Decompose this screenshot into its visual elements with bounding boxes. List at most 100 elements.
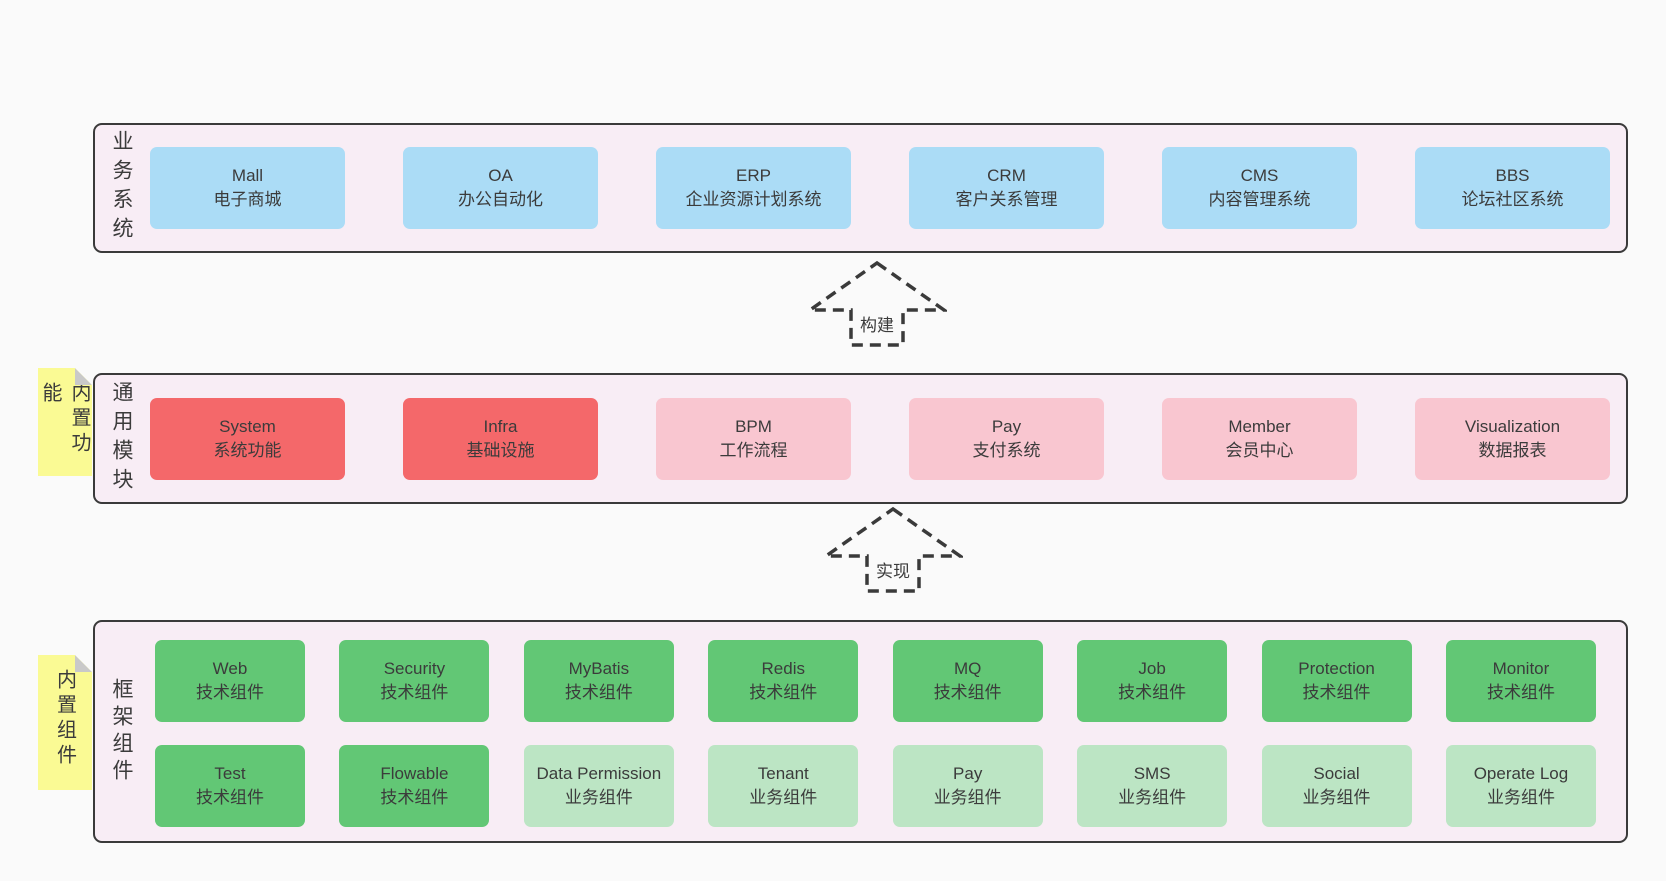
box-bpm: BPM 工作流程: [656, 397, 851, 480]
box-subtitle: 技术组件: [380, 683, 449, 702]
box-title: CMS: [1240, 166, 1279, 185]
box-title: Monitor: [1492, 659, 1550, 678]
box-title: Protection: [1298, 659, 1375, 678]
business-box-row: Mall 电子商城 OA 办公自动化 ERP 企业资源计划系统 CRM 客户关系…: [150, 147, 1610, 229]
layer-business-systems: 业务系统 Mall 电子商城 OA 办公自动化 ERP 企业资源计划系统 CRM…: [93, 123, 1628, 253]
box-subtitle: 数据报表: [1478, 440, 1547, 460]
box-web: Web 技术组件: [155, 640, 305, 722]
box-title: ERP: [736, 166, 771, 185]
box-job: Job 技术组件: [1077, 640, 1228, 722]
arrow-build: 构建: [807, 260, 947, 348]
box-redis: Redis 技术组件: [708, 640, 859, 722]
box-system: System 系统功能: [150, 397, 345, 480]
box-subtitle: 业务组件: [1118, 788, 1187, 807]
box-subtitle: 会员中心: [1225, 440, 1294, 460]
box-oa: OA 办公自动化: [403, 147, 598, 229]
note-text: 内置功能: [39, 382, 90, 457]
layer-framework-components: 框架组件 Web 技术组件 Security 技术组件 MyBatis 技术组件…: [93, 620, 1628, 843]
box-title: Operate Log: [1473, 764, 1569, 783]
note-built-in-components: 内置组件: [38, 655, 92, 790]
box-subtitle: 业务组件: [564, 788, 633, 807]
box-pay: Pay 支付系统: [909, 397, 1104, 480]
box-member: Member 会员中心: [1162, 397, 1357, 480]
box-protection: Protection 技术组件: [1261, 640, 1412, 722]
box-mybatis: MyBatis 技术组件: [523, 640, 674, 722]
box-title: Tenant: [757, 764, 809, 783]
box-operate-log: Operate Log 业务组件: [1445, 745, 1596, 827]
box-visualization: Visualization 数据报表: [1415, 397, 1610, 480]
box-title: Social: [1313, 764, 1360, 783]
box-bbs: BBS 论坛社区系统: [1415, 147, 1610, 229]
box-subtitle: 企业资源计划系统: [685, 190, 822, 209]
box-test: Test 技术组件: [155, 745, 305, 827]
box-social: Social 业务组件: [1261, 745, 1412, 827]
box-sms: SMS 业务组件: [1077, 745, 1228, 827]
box-pay-business: Pay 业务组件: [892, 745, 1043, 827]
box-title: Security: [383, 659, 446, 678]
note-text: 内置组件: [53, 669, 76, 769]
box-subtitle: 基础设施: [466, 440, 535, 460]
box-subtitle: 内容管理系统: [1208, 190, 1311, 209]
note-built-in-features: 内置功能: [38, 368, 92, 476]
box-subtitle: 技术组件: [564, 683, 633, 702]
box-title: OA: [488, 166, 513, 185]
box-subtitle: 电子商城: [213, 190, 282, 209]
box-mall: Mall 电子商城: [150, 147, 345, 229]
box-title: BPM: [735, 416, 772, 436]
box-subtitle: 技术组件: [380, 788, 449, 807]
box-title: Web: [212, 659, 248, 678]
box-data-permission: Data Permission 业务组件: [523, 745, 674, 827]
arrow-build-label: 构建: [856, 310, 898, 337]
box-subtitle: 技术组件: [1302, 683, 1371, 702]
box-title: BBS: [1495, 166, 1530, 185]
box-subtitle: 技术组件: [196, 683, 264, 702]
box-subtitle: 业务组件: [1486, 788, 1555, 807]
components-box-row-1: Web 技术组件 Security 技术组件 MyBatis 技术组件 Redi…: [155, 640, 1596, 722]
box-title: Redis: [761, 659, 805, 678]
box-subtitle: 业务组件: [933, 788, 1002, 807]
box-subtitle: 业务组件: [749, 788, 818, 807]
box-erp: ERP 企业资源计划系统: [656, 147, 851, 229]
layer-common-modules: 通用模块 System 系统功能 Infra 基础设施 BPM 工作流程 Pay…: [93, 373, 1628, 504]
box-title: System: [219, 416, 276, 436]
box-title: CRM: [987, 166, 1026, 185]
box-flowable: Flowable 技术组件: [339, 745, 490, 827]
box-security: Security 技术组件: [339, 640, 490, 722]
box-title: Test: [214, 764, 246, 783]
box-subtitle: 技术组件: [933, 683, 1002, 702]
box-title: Mall: [231, 166, 264, 185]
modules-box-row: System 系统功能 Infra 基础设施 BPM 工作流程 Pay 支付系统…: [150, 397, 1610, 480]
box-subtitle: 支付系统: [972, 440, 1041, 460]
box-crm: CRM 客户关系管理: [909, 147, 1104, 229]
box-title: MyBatis: [568, 659, 630, 678]
box-subtitle: 业务组件: [1302, 788, 1371, 807]
box-subtitle: 办公自动化: [458, 190, 543, 209]
box-infra: Infra 基础设施: [403, 397, 598, 480]
box-title: Data Permission: [536, 764, 662, 783]
box-title: MQ: [953, 659, 982, 678]
box-title: Flowable: [380, 764, 449, 783]
box-subtitle: 技术组件: [1118, 683, 1187, 702]
box-subtitle: 工作流程: [719, 440, 788, 460]
layer-side-label: 框架组件: [110, 677, 133, 786]
folded-corner-icon: [75, 368, 92, 385]
layer-side-label: 业务系统: [110, 130, 133, 246]
box-subtitle: 系统功能: [213, 440, 282, 460]
box-title: Visualization: [1464, 416, 1561, 436]
box-subtitle: 技术组件: [749, 683, 818, 702]
box-title: Member: [1228, 416, 1291, 436]
box-title: Infra: [483, 416, 518, 436]
arrow-implement: 实现: [823, 506, 963, 594]
box-subtitle: 论坛社区系统: [1461, 190, 1564, 209]
folded-corner-icon: [75, 655, 92, 672]
dashed-up-arrow-icon: [807, 260, 947, 347]
box-tenant: Tenant 业务组件: [708, 745, 859, 827]
dashed-up-arrow-icon: [823, 506, 963, 593]
box-cms: CMS 内容管理系统: [1162, 147, 1357, 229]
box-title: SMS: [1133, 764, 1171, 783]
box-title: Job: [1138, 659, 1166, 678]
components-box-row-2: Test 技术组件 Flowable 技术组件 Data Permission …: [155, 745, 1596, 827]
box-monitor: Monitor 技术组件: [1445, 640, 1596, 722]
arrow-implement-label: 实现: [872, 556, 914, 583]
box-mq: MQ 技术组件: [892, 640, 1043, 722]
